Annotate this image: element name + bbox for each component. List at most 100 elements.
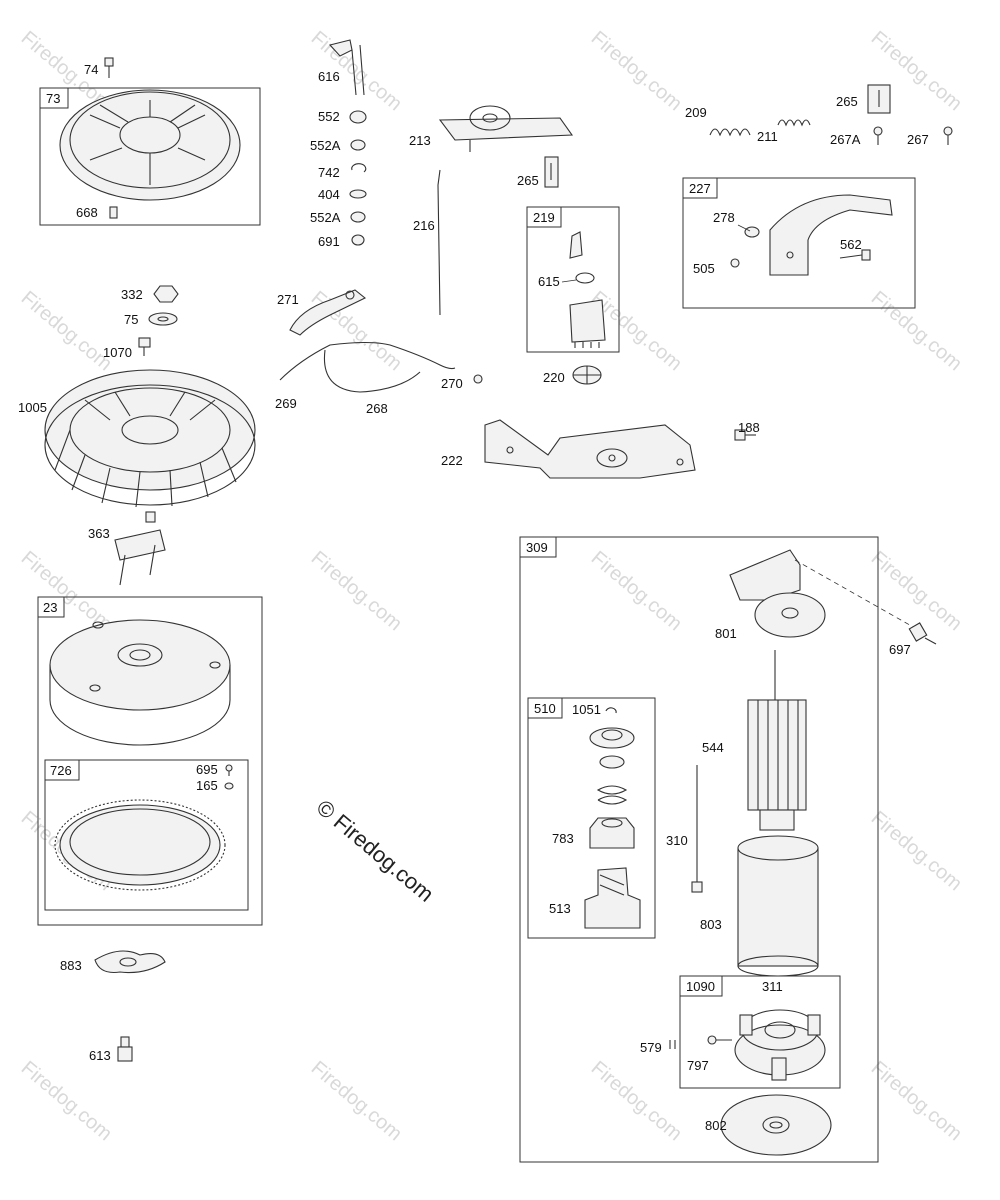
bracket-801: [729, 549, 826, 638]
box-23-tag: [37, 596, 65, 618]
part-label: 691: [318, 234, 340, 249]
washer-220: [572, 365, 602, 385]
watermark: Firedog.com: [587, 1057, 686, 1145]
flywheel-23: [49, 619, 231, 746]
box-label: 309: [526, 540, 548, 555]
clip-579: [669, 1040, 676, 1049]
drive-stack-510: [589, 727, 635, 805]
screw-562: [839, 249, 871, 261]
part-label: 1051: [572, 702, 601, 717]
part-label: 311: [762, 979, 783, 994]
watermark: Firedog.com: [17, 1057, 116, 1145]
part-label: 74: [84, 62, 98, 77]
part-label: 216: [413, 218, 435, 233]
watermark: Firedog.com: [867, 1057, 966, 1145]
box-219: [526, 206, 620, 353]
part-label: 552: [318, 109, 340, 124]
part-label: 613: [89, 1048, 111, 1063]
part-label: 363: [88, 526, 110, 541]
part-label: 271: [277, 292, 299, 307]
box-label: 23: [43, 600, 57, 615]
box-227: [682, 177, 916, 309]
screw-267A: [873, 126, 883, 145]
drive-513: [584, 867, 641, 929]
box-309-tag: [519, 536, 557, 558]
part-label: 404: [318, 187, 340, 202]
box-label: 510: [534, 701, 556, 716]
box-1090: [679, 975, 841, 1089]
box-227-tag: [682, 177, 718, 199]
part-label: 615: [538, 274, 560, 289]
box-label: 219: [533, 210, 555, 225]
washer-278: [744, 226, 760, 238]
part-label: 1070: [103, 345, 132, 360]
part-label: 797: [687, 1058, 709, 1073]
bolt-74: [104, 57, 114, 78]
bushing-552A: [350, 139, 366, 151]
end-cap-802: [720, 1094, 832, 1156]
part-label: 267A: [830, 132, 861, 147]
box-73-tag: [39, 87, 69, 109]
spring-209: [709, 128, 751, 137]
group-boxes: 73 23 726 219 227 309 510 1090: [37, 87, 916, 1163]
part-label: 783: [552, 831, 574, 846]
through-bolt-310: [691, 765, 703, 893]
part-label: 165: [196, 778, 218, 793]
part-label: 213: [409, 133, 431, 148]
part-label: 75: [124, 312, 138, 327]
bushing-552A-2: [350, 211, 366, 223]
pinion-783: [589, 817, 635, 849]
cap-1051: [605, 707, 617, 714]
bracket-363: [114, 511, 166, 586]
part-label: 188: [738, 420, 760, 435]
box-23: [37, 596, 263, 926]
box-label: 726: [50, 763, 72, 778]
part-label: 801: [715, 626, 737, 641]
box-726-tag: [44, 759, 80, 781]
pin-668: [109, 206, 118, 219]
part-label: 552A: [310, 138, 341, 153]
watermark: Firedog.com: [867, 807, 966, 895]
watermark: Firedog.com: [867, 547, 966, 635]
box-label: 73: [46, 91, 60, 106]
seal-691: [351, 234, 365, 246]
watermark: Firedog.com: [307, 1057, 406, 1145]
cable-268: [279, 341, 456, 393]
plate-222: [484, 419, 696, 479]
box-309: [519, 536, 879, 1163]
part-label: 310: [666, 833, 688, 848]
bolt-1070: [138, 337, 151, 356]
watermark: Firedog.com: [17, 547, 116, 635]
watermark: Firedog.com: [587, 27, 686, 115]
watermark: Firedog.com: [867, 287, 966, 375]
watermark: Firedog.com: [17, 287, 116, 375]
spring-211: [777, 119, 811, 127]
rotating-screen-73: [59, 89, 241, 201]
fitting-613: [117, 1036, 133, 1062]
part-label: 552A: [310, 210, 341, 225]
watermark: Firedog.com: [307, 547, 406, 635]
washer-165: [224, 782, 234, 790]
part-label: 270: [441, 376, 463, 391]
part-labels: 74 668 332 75 1070 1005 363 695 165 883 …: [18, 62, 929, 1133]
flywheel-fan-1005: [44, 369, 256, 508]
box-510: [527, 697, 656, 939]
link-265b: [867, 84, 891, 114]
part-label: 697: [889, 642, 911, 657]
center-watermark: © Firedog.com: [312, 795, 439, 907]
part-label: 209: [685, 105, 707, 120]
part-label: 579: [640, 1040, 662, 1055]
part-label: 265: [836, 94, 858, 109]
part-label: 513: [549, 901, 571, 916]
washer-404: [349, 189, 367, 199]
part-label: 695: [196, 762, 218, 777]
ring-gear-726: [54, 799, 226, 891]
screw-267: [943, 126, 953, 145]
rod-216: [437, 169, 441, 316]
box-726: [44, 759, 249, 911]
part-label: 269: [275, 396, 297, 411]
part-label: 616: [318, 69, 340, 84]
bushing-552: [349, 110, 367, 124]
